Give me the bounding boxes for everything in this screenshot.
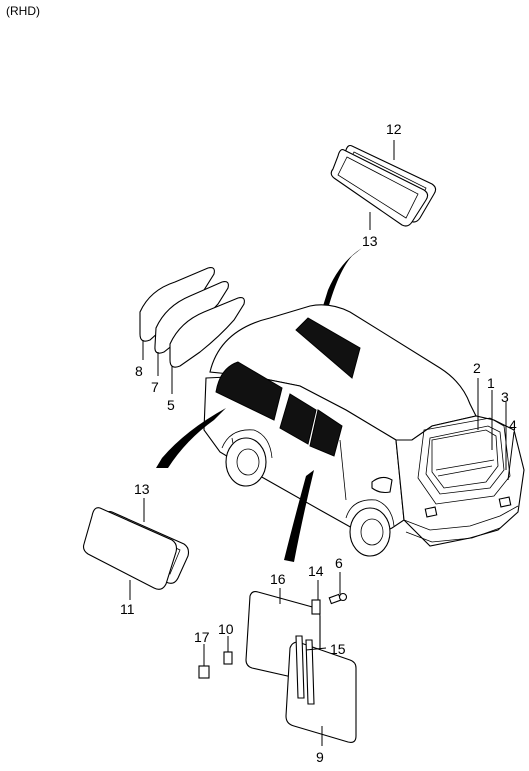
defroster-line-2 — [437, 465, 493, 477]
sliding-window-front-installed — [279, 393, 317, 445]
defroster-line — [435, 459, 495, 471]
callout-11: 11 — [120, 601, 135, 617]
quarter-glass-7 — [154, 281, 229, 354]
glass-channel-15 — [295, 635, 315, 705]
roof-glass-installed — [295, 317, 361, 379]
callout-5: 5 — [167, 397, 175, 413]
back-glass-installed — [431, 429, 499, 489]
quarter-window-installed — [215, 361, 283, 421]
latch-14 — [311, 599, 321, 615]
quarter-glass-11 — [82, 507, 178, 590]
callout-10: 10 — [218, 621, 234, 637]
bolt-6 — [328, 592, 348, 605]
callout-1: 1 — [487, 375, 495, 391]
callout-4: 4 — [509, 417, 517, 433]
roof-glass-13 — [330, 149, 429, 227]
callout-3: 3 — [501, 389, 509, 405]
callout-12: 12 — [386, 121, 402, 137]
callout-16: 16 — [270, 571, 286, 587]
sliding-pointer — [284, 470, 314, 562]
callout-9: 9 — [316, 749, 324, 765]
callout-17: 17 — [194, 629, 210, 645]
clip-10 — [223, 651, 233, 665]
leader-4 — [507, 431, 515, 481]
variant-label: (RHD) — [6, 4, 40, 18]
callout-13-quarter: 13 — [134, 481, 150, 497]
van-body — [203, 304, 525, 557]
callout-6: 6 — [335, 555, 343, 571]
quarter-glass-5 — [169, 297, 245, 368]
callout-13-roof: 13 — [362, 233, 378, 249]
leader-15 — [305, 647, 327, 651]
callout-2: 2 — [473, 360, 481, 376]
callout-15: 15 — [330, 641, 346, 657]
sliding-window-rear-installed — [309, 409, 343, 457]
callout-8: 8 — [135, 363, 143, 379]
stopper-17 — [198, 665, 210, 679]
callout-14: 14 — [308, 563, 324, 579]
quarter-pointer — [156, 408, 226, 468]
callout-7: 7 — [151, 379, 159, 395]
